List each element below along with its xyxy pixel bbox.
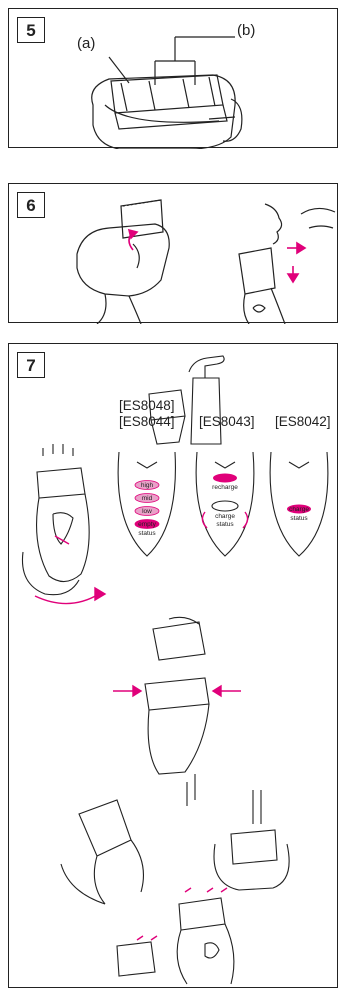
indicator-label: status: [138, 530, 156, 537]
trimmer-illustration: [9, 184, 339, 324]
step-6-panel: 6: [8, 183, 338, 323]
accent-marks: [35, 512, 248, 940]
indicator-label: status: [290, 515, 308, 522]
indicator-label: low: [142, 508, 152, 515]
indicator-label: charge: [215, 513, 235, 520]
step-5-panel: 5 (a) (b): [8, 8, 338, 148]
indicator-label: empty: [138, 521, 156, 528]
indicator-label: high: [141, 482, 154, 489]
shaver-head-illustration: [9, 9, 339, 149]
indicator-3: charge status: [287, 505, 311, 523]
indicator-label: recharge: [212, 484, 238, 491]
indicator-label: status: [216, 521, 234, 528]
cleaning-illustrations: high mid low empty status recharge charg…: [9, 344, 339, 989]
indicator-label: mid: [142, 495, 153, 502]
step-7-panel: 7 [ES8048] [ES8044] [ES8043] [ES8042]: [8, 343, 338, 988]
indicator-1: high mid low empty status: [135, 481, 159, 538]
indicator-label: charge: [289, 506, 309, 513]
